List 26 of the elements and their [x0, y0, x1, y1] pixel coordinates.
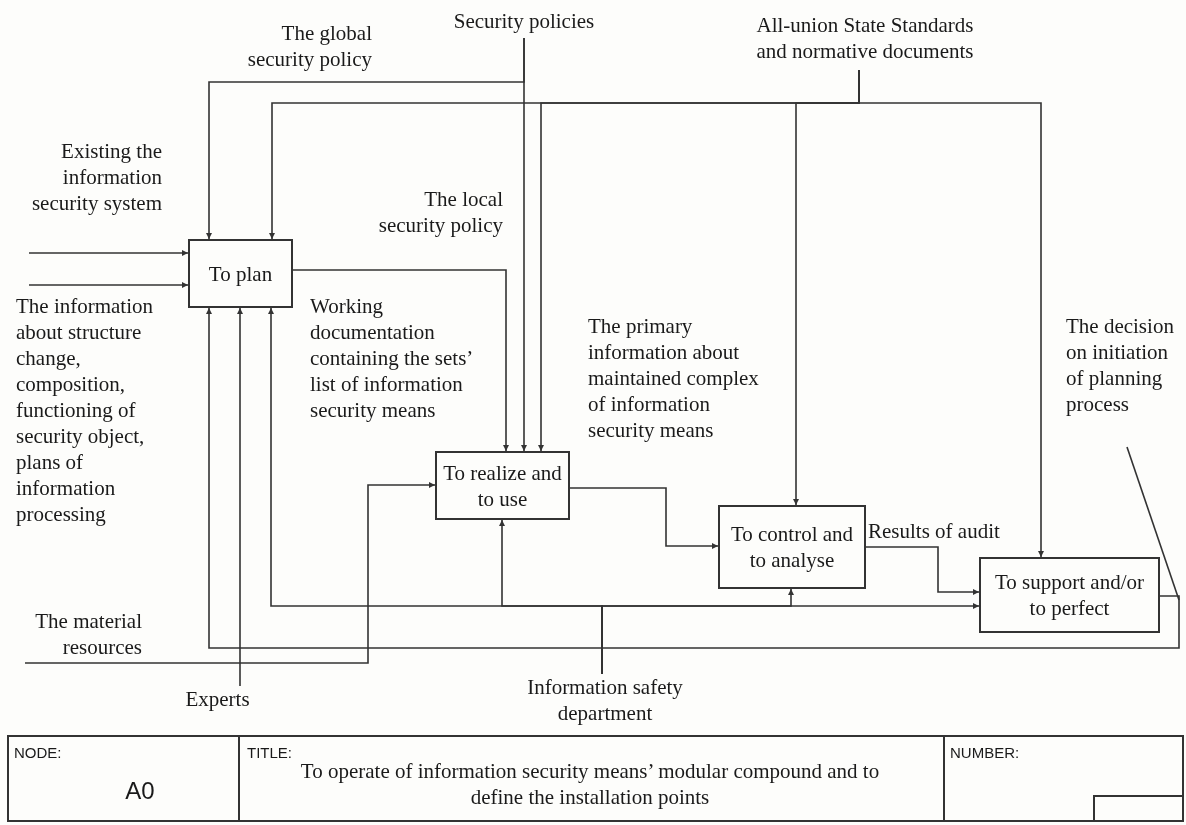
process-box: To support and/or to perfect — [979, 557, 1160, 633]
arrow-label: Information safety department — [526, 674, 684, 726]
node-number: A0 — [124, 778, 156, 804]
arrow — [601, 603, 980, 675]
field-caption: TITLE: — [247, 743, 293, 763]
arrow — [865, 546, 980, 595]
process-box: To plan — [188, 239, 293, 308]
process-box: To realize and to use — [435, 451, 570, 520]
arrow — [28, 282, 189, 288]
field-caption: NUMBER: — [950, 743, 1021, 763]
arrow-label: Experts — [184, 686, 251, 712]
arrow-label: All-union State Standards and normative documents — [755, 12, 975, 64]
leader-line — [1126, 446, 1180, 601]
arrow — [24, 482, 436, 664]
arrow — [28, 250, 189, 256]
arrow — [237, 307, 243, 687]
diagram-title: To operate of information security means’ modular compound and to define the installation points — [300, 758, 880, 810]
field-caption: NODE: — [14, 743, 63, 763]
arrow — [858, 69, 1044, 558]
arrow-label: The decision on initiation of planning process — [1066, 313, 1175, 417]
arrow-label: Security policies — [452, 8, 596, 34]
arrow — [206, 307, 1180, 649]
arrow — [292, 269, 509, 452]
process-box: To control and to analyse — [718, 505, 866, 589]
arrow — [521, 37, 527, 452]
arrow — [569, 487, 719, 549]
